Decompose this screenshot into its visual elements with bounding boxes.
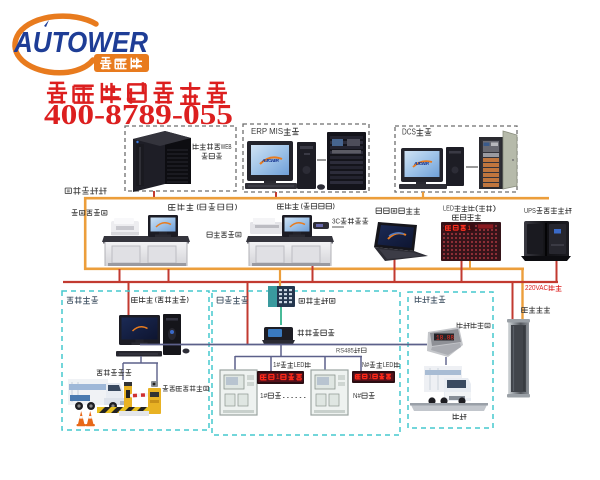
svg-text:1#: 1# <box>273 362 280 369</box>
svg-text:N#: N# <box>362 362 369 369</box>
svg-text:UPS: UPS <box>524 206 536 215</box>
svg-text:DCS: DCS <box>402 127 416 137</box>
svg-text:RS485: RS485 <box>336 347 354 354</box>
svg-text:3C: 3C <box>332 216 340 225</box>
svg-text:ERP MIS: ERP MIS <box>251 126 283 136</box>
svg-text:): ) <box>493 205 497 213</box>
svg-text:(: ( <box>475 205 480 213</box>
svg-text:1: 1 <box>467 225 471 232</box>
svg-text:LED: LED <box>383 362 394 369</box>
svg-text:AUTOWER: AUTOWER <box>261 158 280 163</box>
svg-text:220VAC: 220VAC <box>525 284 548 292</box>
svg-text:400-8789-055: 400-8789-055 <box>44 99 233 131</box>
svg-text:LED: LED <box>443 205 454 213</box>
svg-text:AUTOWER: AUTOWER <box>413 161 429 166</box>
svg-text:......: ...... <box>282 391 307 400</box>
svg-text:1: 1 <box>276 373 280 381</box>
svg-text:N#: N# <box>353 391 362 400</box>
svg-text:AUTOWER: AUTOWER <box>13 27 148 59</box>
svg-text:18.88: 18.88 <box>436 335 454 342</box>
svg-text:WEB: WEB <box>221 142 232 151</box>
svg-text:1: 1 <box>368 373 372 380</box>
svg-text:LED: LED <box>294 362 305 369</box>
svg-text:1#: 1# <box>260 391 268 400</box>
